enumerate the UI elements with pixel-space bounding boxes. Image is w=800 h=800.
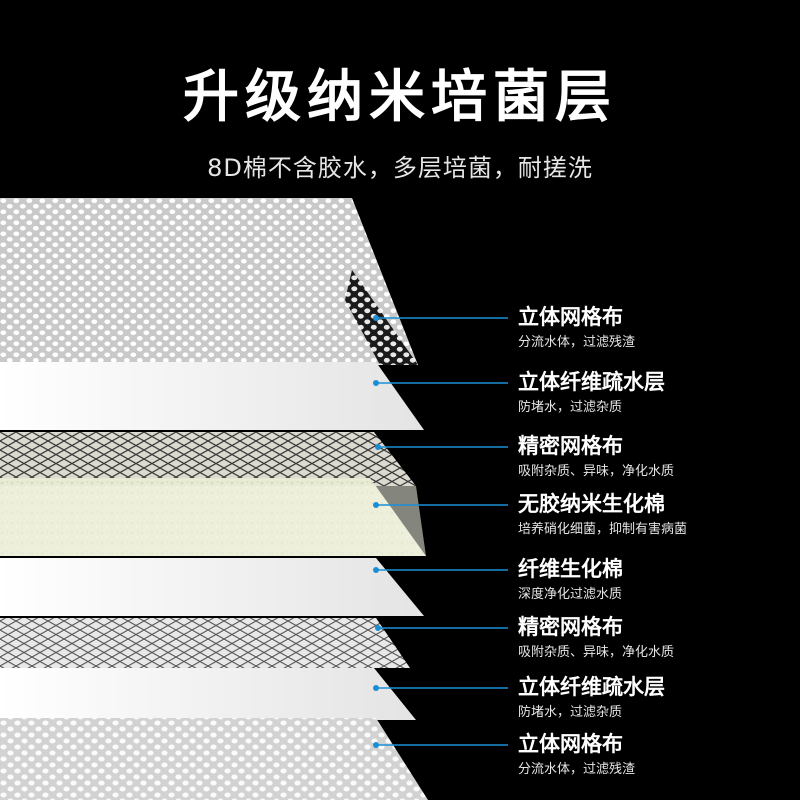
layer-description: 防堵水，过滤杂质 bbox=[518, 400, 623, 415]
connector-dot bbox=[373, 315, 379, 321]
layer-label: 无胶纳米生化棉培养硝化细菌，抑制有害病菌 bbox=[518, 492, 687, 538]
layer-name: 无胶纳米生化棉 bbox=[518, 492, 665, 516]
layer-name: 纤维生化棉 bbox=[518, 557, 623, 581]
connector-dot bbox=[375, 444, 381, 450]
layer-label: 立体网格布分流水体，过滤残渣 bbox=[518, 732, 635, 778]
connector-dot bbox=[373, 380, 379, 386]
layer-description: 深度净化过滤水质 bbox=[518, 587, 623, 602]
layer-label: 精密网格布吸附杂质、异味，净化水质 bbox=[518, 434, 674, 480]
layer-connectors bbox=[373, 315, 508, 748]
page-title: 升级纳米培菌层 bbox=[183, 65, 617, 130]
layer-name: 立体纤维疏水层 bbox=[518, 675, 665, 699]
page-subtitle: 8D棉不含胶水，多层培菌，耐搓洗 bbox=[207, 154, 593, 182]
layer-description: 分流水体，过滤残渣 bbox=[518, 335, 636, 350]
layer-name: 精密网格布 bbox=[518, 615, 623, 639]
layer-description: 吸附杂质、异味，净化水质 bbox=[518, 645, 675, 660]
layer-label: 纤维生化棉深度净化过滤水质 bbox=[518, 557, 623, 603]
layer-description: 培养硝化细菌，抑制有害病菌 bbox=[518, 522, 688, 537]
layer-description: 分流水体，过滤残渣 bbox=[518, 762, 636, 777]
layer-label: 立体纤维疏水层防堵水，过滤杂质 bbox=[518, 675, 665, 721]
layer-label: 立体纤维疏水层防堵水，过滤杂质 bbox=[518, 370, 665, 416]
connector-dot bbox=[373, 685, 379, 691]
connector-dot bbox=[373, 502, 379, 508]
layer-name: 立体纤维疏水层 bbox=[518, 370, 665, 394]
connector-dot bbox=[373, 567, 379, 573]
layer-label: 立体网格布分流水体，过滤残渣 bbox=[518, 305, 635, 351]
layer-description: 吸附杂质、异味，净化水质 bbox=[518, 464, 675, 479]
layer-name: 立体网格布 bbox=[518, 732, 623, 756]
layer-label: 精密网格布吸附杂质、异味，净化水质 bbox=[518, 615, 674, 661]
layer-description: 防堵水，过滤杂质 bbox=[518, 705, 623, 720]
layer-name: 精密网格布 bbox=[518, 434, 623, 458]
connector-dot bbox=[373, 742, 379, 748]
connector-dot bbox=[375, 625, 381, 631]
layer-name: 立体网格布 bbox=[518, 305, 623, 329]
